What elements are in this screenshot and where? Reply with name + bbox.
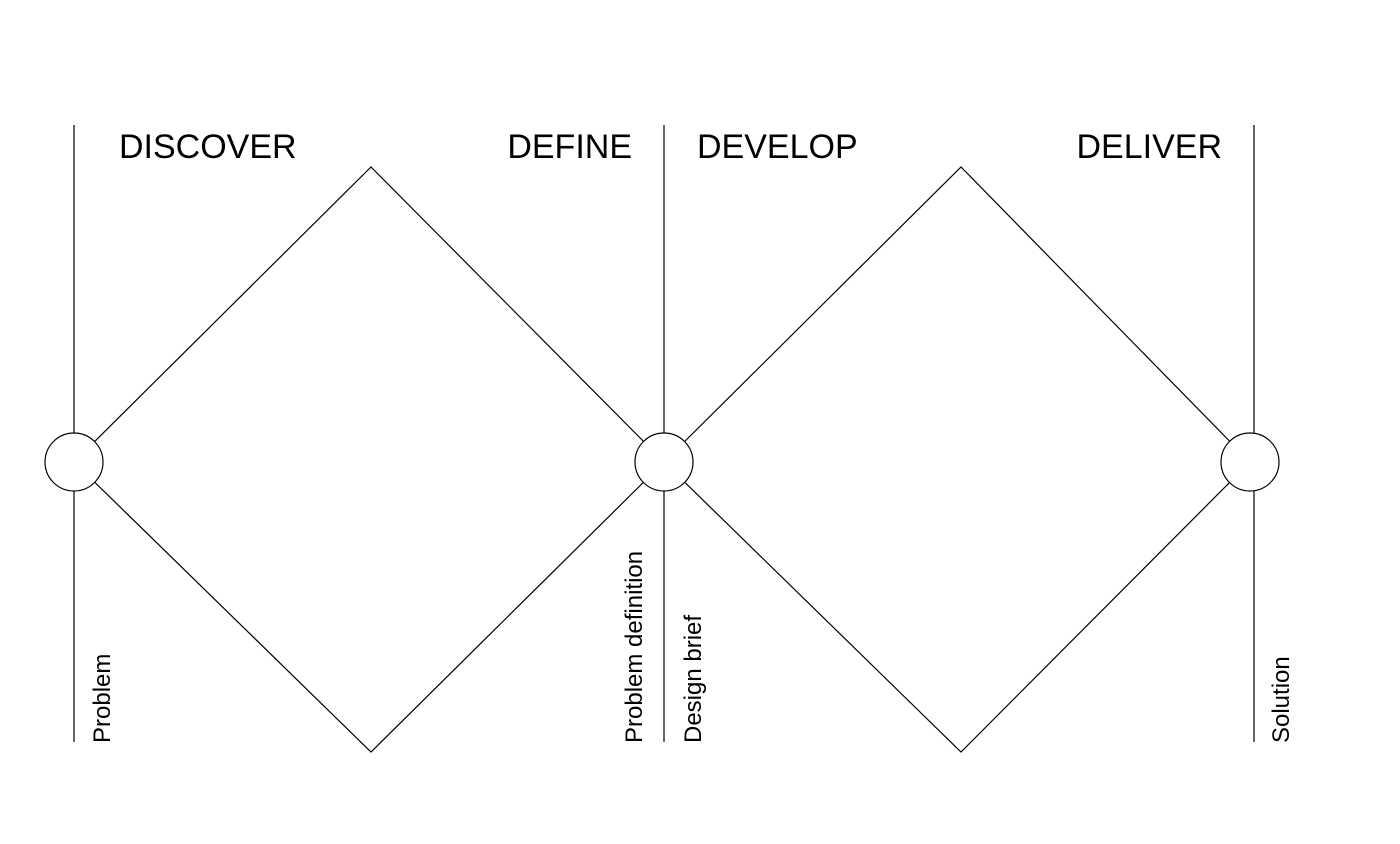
- node-solution: [1220, 432, 1280, 492]
- phase-title-develop: DEVELOP: [697, 128, 858, 166]
- node-problem-definition: [634, 432, 694, 492]
- diamond-right: [663, 166, 1251, 753]
- diamond-left: [73, 166, 665, 753]
- milestone-label-design-brief: Design brief: [680, 615, 707, 743]
- milestone-label-solution: Solution: [1268, 656, 1295, 743]
- phase-title-discover: DISCOVER: [119, 128, 297, 166]
- node-problem: [44, 432, 104, 492]
- milestone-label-problem: Problem: [89, 654, 116, 743]
- phase-title-deliver: DELIVER: [1077, 128, 1223, 166]
- milestone-label-problem-definition: Problem definition: [621, 551, 648, 743]
- phase-title-define: DEFINE: [507, 128, 632, 166]
